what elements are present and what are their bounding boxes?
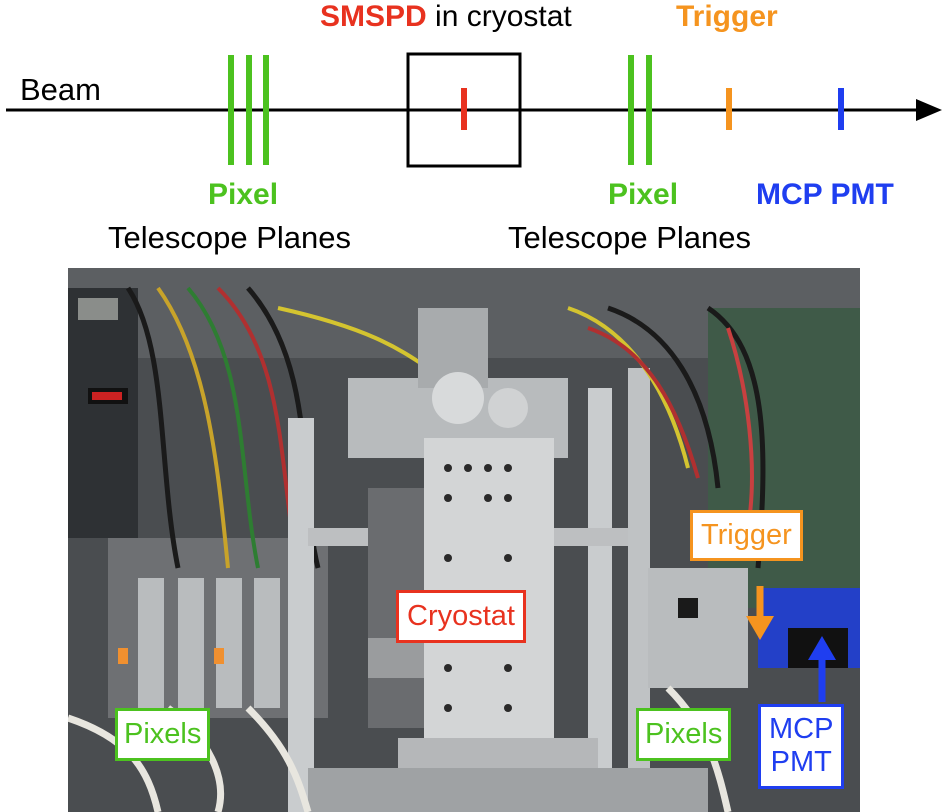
smspd-marker xyxy=(461,88,467,130)
telescope-left-title: Telescope Planes xyxy=(108,220,351,255)
pixel-right-title: Pixel xyxy=(608,178,679,211)
photo-trigger-label: Trigger xyxy=(690,510,803,561)
photo-cryostat-label: Cryostat xyxy=(396,590,526,643)
trigger-marker xyxy=(726,88,732,130)
smspd-label: SMSPD xyxy=(320,0,427,33)
photo-mcp-label: MCP PMT xyxy=(758,704,845,789)
trigger-title: Trigger xyxy=(676,0,778,33)
pixel-plane-3 xyxy=(263,55,269,165)
photo-mcp-line1: MCP xyxy=(769,713,834,745)
cryostat-box xyxy=(406,52,522,168)
photo-mcp-line2: PMT xyxy=(770,746,832,779)
smspd-title: SMSPD in cryostat xyxy=(320,2,572,32)
cryostat-suffix: in cryostat xyxy=(426,0,572,33)
pixel-left-title: Pixel xyxy=(208,178,279,211)
beam-arrowhead xyxy=(916,99,942,121)
pixel-plane-5 xyxy=(646,55,652,165)
pixel-plane-1 xyxy=(228,55,234,165)
pixel-plane-2 xyxy=(246,55,252,165)
beamline-schematic xyxy=(6,52,942,168)
telescope-right-title: Telescope Planes xyxy=(508,220,751,255)
photo-pixels-left-label: Pixels xyxy=(115,708,211,761)
mcp-title: MCP PMT xyxy=(756,178,894,211)
mcp-marker xyxy=(838,88,844,130)
pixel-plane-4 xyxy=(628,55,634,165)
photo-pixels-right-label: Pixels xyxy=(636,708,732,761)
beam-label: Beam xyxy=(20,72,101,107)
